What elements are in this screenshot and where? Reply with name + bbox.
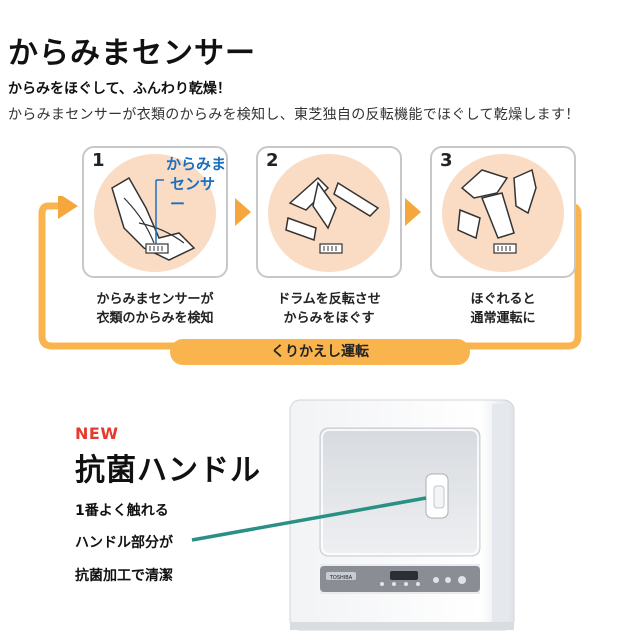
step-number: 2 [266, 150, 279, 171]
step-arrow-1 [235, 198, 251, 226]
step-card-2: 2 [256, 146, 402, 278]
page-subtitle: からみをほぐして、ふんわり乾燥！ [8, 81, 231, 97]
handle-pointer-line [191, 496, 427, 542]
handle-feature-line: 1番よく触れる [75, 503, 169, 519]
handle-feature-line: ハンドル部分が [75, 535, 173, 551]
drum-reverse-illustration [285, 176, 380, 254]
handle-title: 抗菌ハンドル [75, 453, 261, 488]
handle-feature-line: 抗菌加工で清潔 [75, 568, 173, 584]
step-caption-1: からみまセンサーが 衣類のからみを検知 [70, 290, 240, 328]
step-caption-line: からみまセンサーが [96, 292, 214, 307]
dryer-product-image: TOSHIBA [289, 399, 515, 631]
step-card-3: 3 [430, 146, 576, 278]
step-caption-line: からみをほぐす [283, 311, 375, 326]
step-caption-3: ほぐれると 通常運転に [418, 290, 588, 328]
page-description: からみまセンサーが衣類のからみを検知し、東芝独自の反転機能でほぐして乾燥します！ [8, 107, 580, 123]
step-card-1: 1 からみま センサー [82, 146, 228, 278]
tangled-clothes-illustration [111, 176, 196, 261]
loose-clothes-illustration [457, 168, 537, 254]
step-number: 1 [92, 150, 105, 171]
sensor-label: からみま センサー [166, 154, 226, 214]
sensor-label-line1: からみま [166, 155, 227, 173]
step-caption-line: ドラムを反転させ [277, 292, 381, 307]
sensor-label-line2: センサー [170, 175, 216, 213]
step-arrow-2 [405, 198, 421, 226]
brand-text: TOSHIBA [329, 575, 353, 581]
page-title: からみまセンサー [8, 36, 256, 71]
step-caption-line: 通常運転に [470, 311, 536, 326]
new-badge: NEW [75, 424, 119, 443]
step-number: 3 [440, 150, 453, 171]
brand-plate [326, 572, 356, 580]
step-caption-2: ドラムを反転させ からみをほぐす [244, 290, 414, 328]
step-caption-line: ほぐれると [470, 292, 536, 307]
repeat-operation-label: くりかえし運転 [170, 339, 470, 365]
step-caption-line: 衣類のからみを検知 [96, 311, 214, 326]
